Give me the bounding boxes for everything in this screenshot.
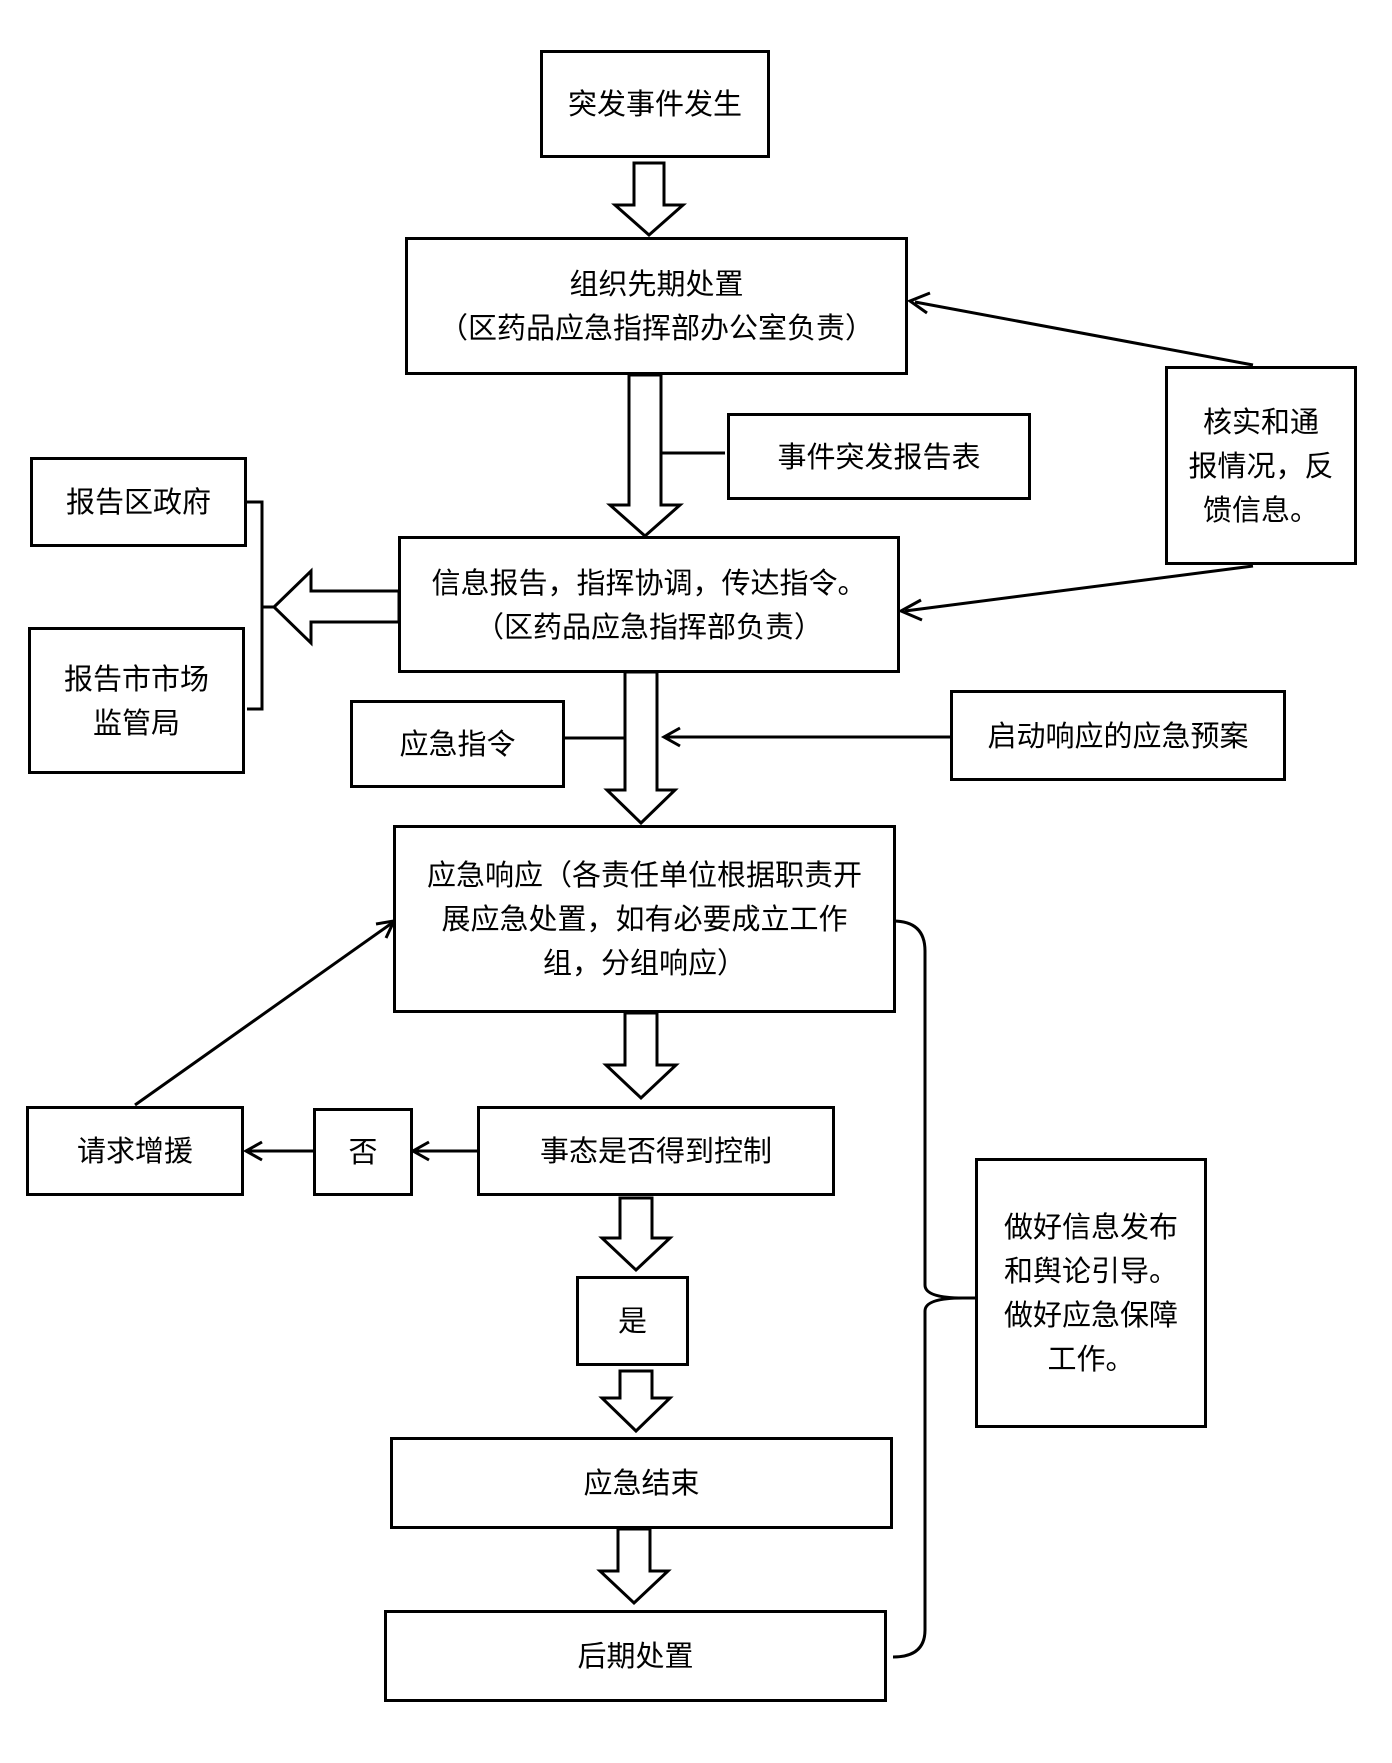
curly-bracket: [892, 919, 964, 1659]
node-yes: 是: [576, 1276, 689, 1366]
flow-arrow-info-response: [603, 670, 679, 826]
node-report-district-government: 报告区政府: [30, 457, 247, 547]
node-activate-plan: 启动响应的应急预案: [950, 690, 1286, 781]
flow-arrow-start-initial: [611, 161, 687, 238]
node-decision-controlled: 事态是否得到控制: [477, 1106, 835, 1196]
flow-arrow-response-control: [602, 1011, 680, 1101]
node-verify-feedback: 核实和通 报情况，反 馈信息。: [1165, 366, 1357, 565]
flow-arrow-info-gov: [271, 567, 401, 647]
node-event-report-form: 事件突发报告表: [727, 413, 1031, 500]
node-emergency-response: 应急响应（各责任单位根据职责开 展应急处置，如有必要成立工作 组，分组响应）: [393, 825, 896, 1013]
node-no: 否: [313, 1108, 413, 1196]
node-initial-disposal: 组织先期处置 （区药品应急指挥部办公室负责）: [405, 237, 908, 375]
flow-arrow-control-yes: [598, 1196, 674, 1273]
node-emergency-command: 应急指令: [350, 700, 565, 788]
flow-arrow-initial-info: [606, 373, 684, 539]
node-emergency-end: 应急结束: [390, 1437, 893, 1529]
node-info-report-coordination: 信息报告，指挥协调，传达指令。 （区药品应急指挥部负责）: [398, 536, 900, 673]
node-request-reinforcement: 请求增援: [26, 1106, 244, 1196]
node-report-market-bureau: 报告市市场 监管局: [28, 627, 245, 774]
node-publicity-support: 做好信息发布 和舆论引导。 做好应急保障 工作。: [975, 1158, 1207, 1428]
flow-arrow-yes-end: [598, 1369, 674, 1434]
node-start: 突发事件发生: [540, 50, 770, 158]
report-bracket: [247, 500, 264, 711]
flow-arrow-end-aftermath: [596, 1527, 672, 1606]
node-aftermath: 后期处置: [384, 1610, 887, 1702]
